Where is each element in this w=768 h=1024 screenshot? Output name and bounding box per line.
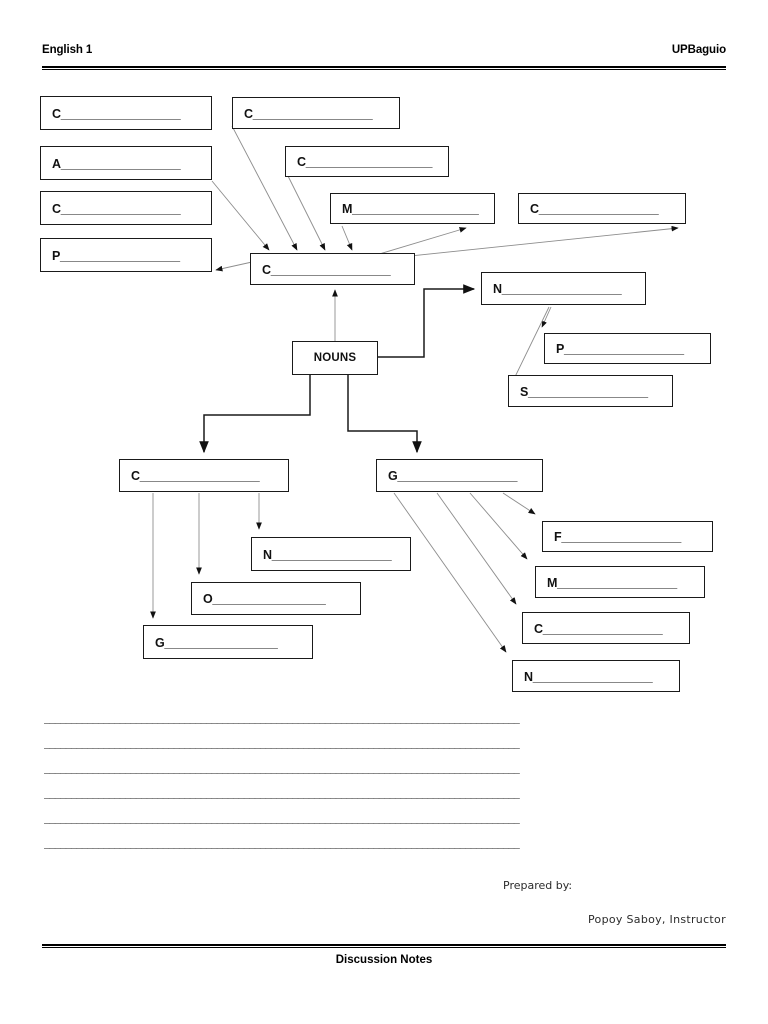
node-gender[interactable]: G__________________	[376, 459, 543, 492]
node-genitive[interactable]: G_________________	[143, 625, 313, 659]
node-top-left-2[interactable]: A__________________	[40, 146, 212, 180]
node-label: N__________________	[524, 669, 653, 684]
header-rule	[42, 66, 726, 70]
node-label: P__________________	[52, 248, 180, 263]
node-label: C__________________	[530, 202, 659, 217]
writing-lines: ________________________________________…	[44, 706, 720, 856]
node-label: NOUNS	[313, 352, 357, 365]
node-label: S__________________	[520, 384, 648, 399]
writing-line[interactable]: ________________________________________…	[44, 761, 520, 775]
header-organization: UPBaguio	[671, 44, 726, 56]
node-label: P__________________	[556, 342, 684, 357]
writing-line[interactable]: ________________________________________…	[44, 786, 520, 800]
node-top-left-3[interactable]: C__________________	[40, 191, 212, 225]
node-plural[interactable]: P__________________	[544, 333, 711, 364]
node-label: C__________________	[262, 262, 391, 277]
node-label: A__________________	[52, 156, 181, 171]
node-center-nouns[interactable]: NOUNS	[292, 341, 378, 375]
node-label: C__________________	[52, 106, 181, 121]
node-label: G_________________	[155, 635, 278, 650]
node-label: C__________________	[52, 201, 181, 216]
node-label: C___________________	[297, 155, 433, 170]
node-hub-common[interactable]: C__________________	[250, 253, 415, 285]
footer-label: Discussion Notes	[335, 954, 433, 966]
writing-line[interactable]: ________________________________________…	[44, 736, 520, 750]
node-label: M__________________	[547, 575, 677, 590]
writing-line[interactable]: ________________________________________…	[44, 711, 520, 725]
node-objective[interactable]: O_________________	[191, 582, 361, 615]
header-course-title: English 1	[42, 44, 93, 56]
prepared-by-label: Prepared by:	[503, 879, 573, 892]
node-common-gender[interactable]: C__________________	[522, 612, 690, 644]
node-top-mid-1[interactable]: C__________________	[232, 97, 400, 129]
node-top-mid-2[interactable]: C___________________	[285, 146, 449, 177]
node-top-left-4[interactable]: P__________________	[40, 238, 212, 272]
node-number[interactable]: N__________________	[481, 272, 646, 305]
instructor-signature-name: Popoy Saboy, Instructor	[588, 913, 726, 926]
node-label: F__________________	[554, 530, 682, 545]
node-label: M___________________	[342, 202, 479, 217]
node-label: N__________________	[493, 282, 622, 297]
node-label: N__________________	[263, 547, 392, 562]
node-label: C__________________	[131, 469, 260, 484]
node-top-mid-3[interactable]: M___________________	[330, 193, 495, 224]
node-feminine[interactable]: F__________________	[542, 521, 713, 552]
page-header: English 1 UPBaguio	[42, 44, 726, 68]
node-neuter[interactable]: N__________________	[512, 660, 680, 692]
writing-line[interactable]: ________________________________________…	[44, 811, 520, 825]
node-label: C__________________	[244, 106, 373, 121]
node-nominative[interactable]: N__________________	[251, 537, 411, 571]
node-singular[interactable]: S__________________	[508, 375, 673, 407]
node-masculine[interactable]: M__________________	[535, 566, 705, 598]
footer-rule	[42, 944, 726, 948]
node-label: C__________________	[534, 621, 663, 636]
node-top-left-1[interactable]: C__________________	[40, 96, 212, 130]
node-top-right-1[interactable]: C__________________	[518, 193, 686, 224]
node-case[interactable]: C__________________	[119, 459, 289, 492]
node-label: O_________________	[203, 592, 326, 607]
node-label: G__________________	[388, 469, 518, 484]
writing-line[interactable]: ________________________________________…	[44, 836, 520, 850]
